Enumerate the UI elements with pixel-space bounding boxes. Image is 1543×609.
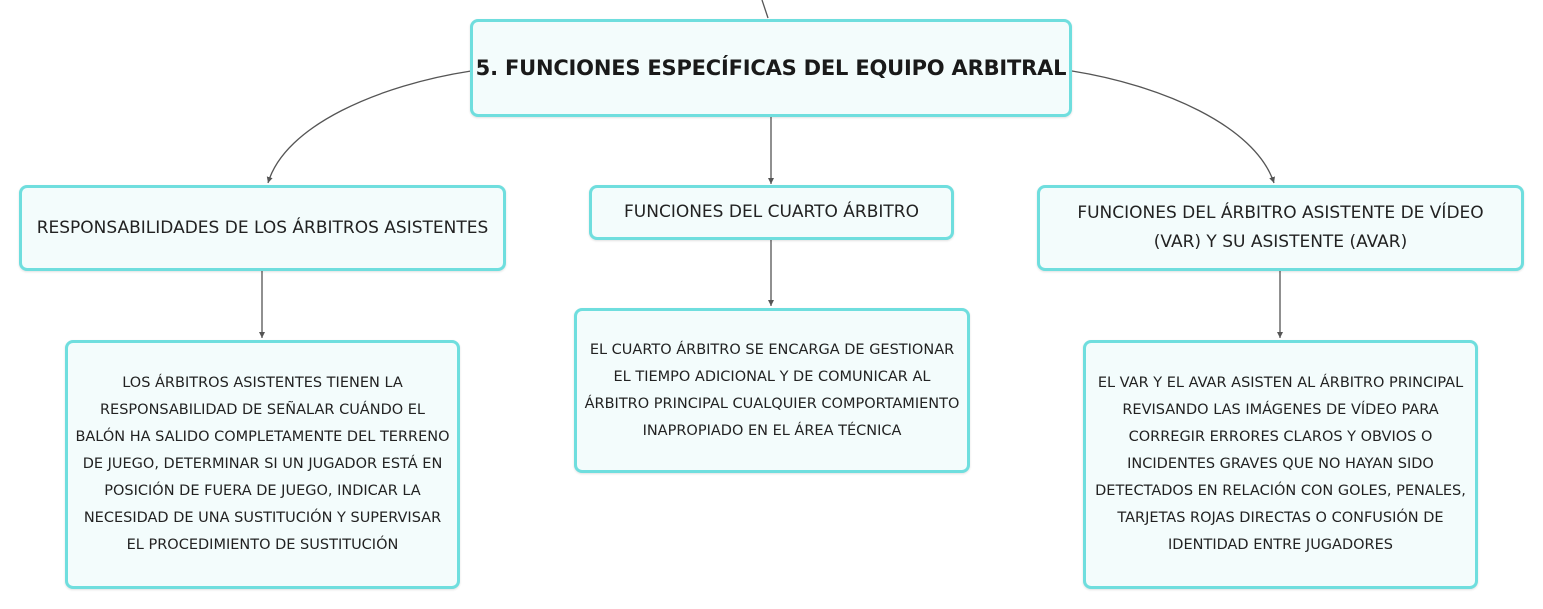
root-topic-node[interactable]: 5. FUNCIONES ESPECÍFICAS DEL EQUIPO ARBI… (470, 19, 1072, 117)
branch-title-var: FUNCIONES DEL ÁRBITRO ASISTENTE DE VÍDEO… (1077, 203, 1484, 252)
branch-title-cuarto-arbitro: FUNCIONES DEL CUARTO ÁRBITRO (624, 202, 919, 222)
leaf-text-cuarto-arbitro: EL CUARTO ÁRBITRO SE ENCARGA DE GESTIONA… (584, 341, 960, 439)
connector-from-parent (761, 0, 769, 19)
connector-root-to-branch-1 (266, 70, 472, 184)
root-topic-title: 5. FUNCIONES ESPECÍFICAS DEL EQUIPO ARBI… (475, 56, 1067, 80)
connector-root-to-branch-3 (1071, 70, 1275, 184)
branch-node-cuarto-arbitro[interactable]: FUNCIONES DEL CUARTO ÁRBITRO (589, 185, 954, 240)
leaf-text-var: EL VAR Y EL AVAR ASISTEN AL ÁRBITRO PRIN… (1095, 375, 1466, 553)
branch-node-asistentes[interactable]: RESPONSABILIDADES DE LOS ÁRBITROS ASISTE… (19, 185, 506, 271)
branch-node-var[interactable]: FUNCIONES DEL ÁRBITRO ASISTENTE DE VÍDEO… (1037, 185, 1524, 271)
branch-title-asistentes: RESPONSABILIDADES DE LOS ÁRBITROS ASISTE… (36, 217, 489, 238)
leaf-node-cuarto-arbitro[interactable]: EL CUARTO ÁRBITRO SE ENCARGA DE GESTIONA… (574, 308, 970, 473)
leaf-node-asistentes[interactable]: LOS ÁRBITROS ASISTENTES TIENEN LA RESPON… (65, 340, 460, 589)
leaf-text-asistentes: LOS ÁRBITROS ASISTENTES TIENEN LA RESPON… (75, 375, 450, 553)
leaf-node-var[interactable]: EL VAR Y EL AVAR ASISTEN AL ÁRBITRO PRIN… (1083, 340, 1478, 589)
